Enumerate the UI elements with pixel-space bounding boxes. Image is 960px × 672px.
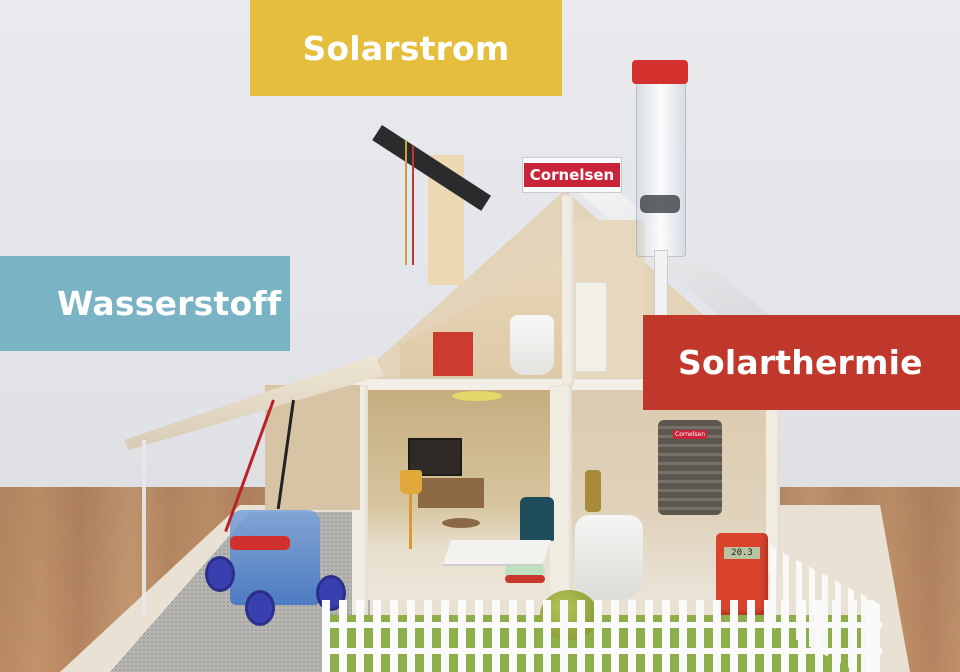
faucet: [585, 470, 601, 512]
ceiling-fan: [452, 391, 502, 401]
storage-brand-label: Cornelsen: [673, 430, 708, 439]
label-solarstrom-text: Solarstrom: [302, 28, 510, 68]
fuel-cell-car: [230, 510, 320, 605]
floor-lamp-leg: [409, 494, 412, 549]
brand-logo: Cornelsen: [523, 163, 621, 187]
water-tube: [636, 80, 686, 257]
car-wheel: [245, 590, 275, 626]
toilet: [510, 315, 554, 375]
tv-stand: [418, 478, 484, 508]
wall-post-upper: [562, 195, 574, 385]
wall-post-right: [766, 385, 780, 575]
label-solarthermie: Solarthermie: [643, 315, 960, 410]
chair-cushion: [505, 575, 545, 583]
water-pipe: [654, 250, 668, 322]
label-solarstrom: Solarstrom: [250, 0, 562, 96]
stool: [442, 518, 480, 528]
label-wasserstoff: Wasserstoff: [0, 256, 290, 351]
wall-post-middle: [550, 385, 572, 600]
car-wheel: [205, 556, 235, 592]
tube-insert: [640, 195, 680, 213]
brand-sign: Cornelsen: [522, 157, 622, 193]
carport-post: [142, 440, 146, 615]
dining-table: [443, 540, 551, 564]
solar-wire: [405, 140, 407, 265]
sink-cabinet: [433, 332, 473, 376]
television: [408, 438, 462, 476]
label-solarthermie-text: Solarthermie: [678, 343, 923, 382]
label-wasserstoff-text: Wasserstoff: [57, 284, 282, 323]
tube-cap: [632, 60, 688, 84]
bathroom-cabinet: [575, 282, 607, 372]
solar-wire: [412, 145, 414, 265]
floor-lamp: [400, 470, 422, 494]
red-connector: [230, 536, 290, 550]
meter-display: 20.3: [724, 547, 760, 559]
armchair: [520, 497, 554, 541]
bathtub: [575, 515, 643, 600]
